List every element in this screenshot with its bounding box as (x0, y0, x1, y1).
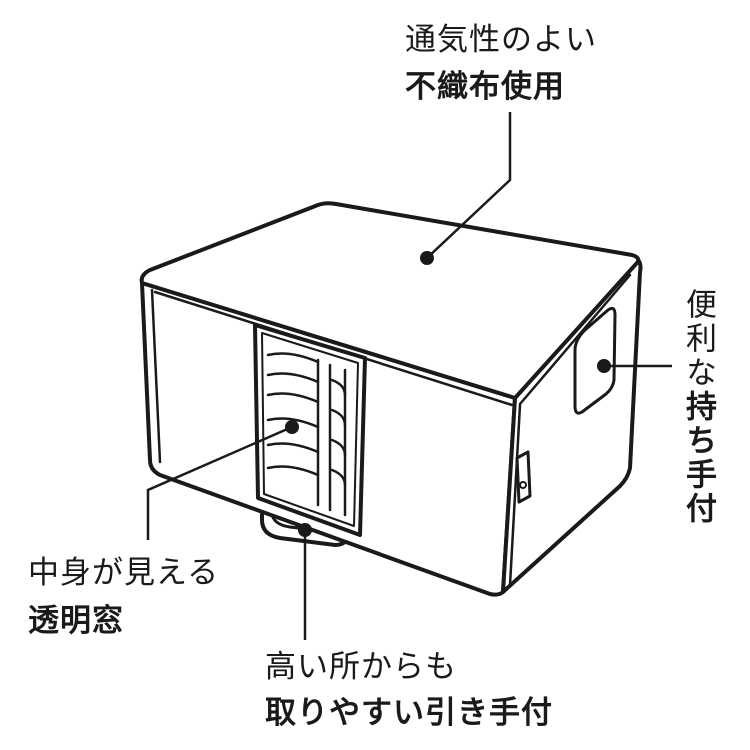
callout-top-line2: 不織布使用 (405, 69, 565, 105)
callout-right: 便利な 持ち手付 (680, 288, 716, 526)
callout-top-line1: 通気性のよい (405, 22, 597, 58)
callout-left-line2: 透明窓 (28, 603, 124, 639)
top-face (139, 201, 641, 400)
callout-dot-bottom (298, 523, 312, 537)
callout-bottom-line2: 取りやすい引き手付 (265, 695, 553, 731)
callout-left-line1: 中身が見える (28, 555, 220, 591)
callout-dot-left (285, 420, 299, 434)
callout-right-line2: 持ち手付 (680, 390, 716, 526)
side-handle (573, 306, 617, 415)
callout-dot-right (597, 359, 611, 373)
callout-dot-top (420, 251, 434, 265)
zipper-pull (515, 450, 532, 504)
transparent-window (253, 323, 367, 537)
callout-bottom-line1: 高い所からも (265, 649, 457, 685)
callout-right-line1: 便利な (680, 288, 716, 390)
